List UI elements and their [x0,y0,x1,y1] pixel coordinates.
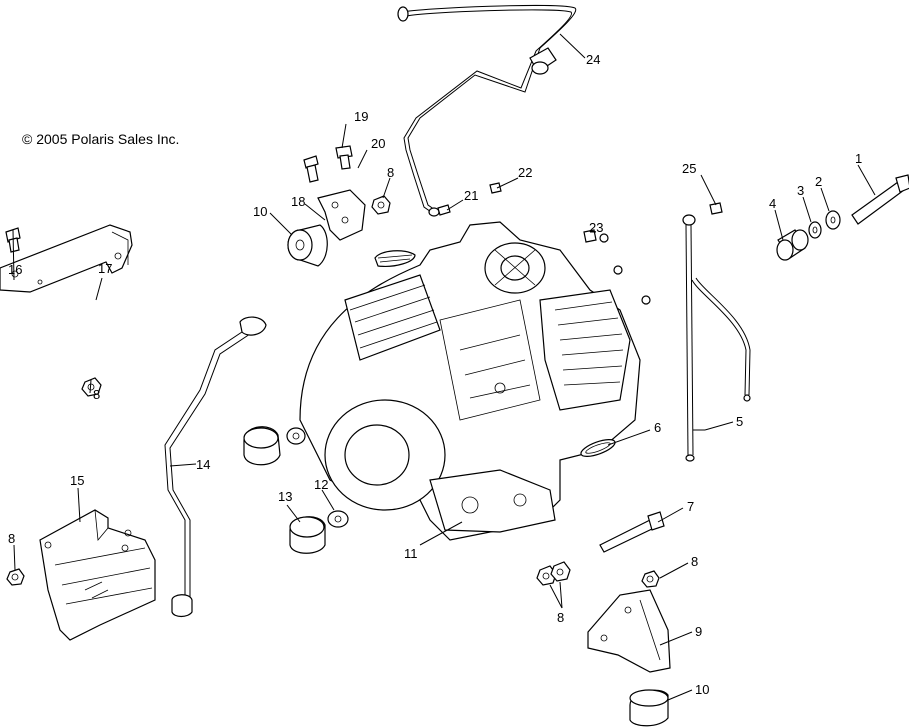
part-nut-8-top [371,195,391,215]
callout-19: 19 [354,109,368,124]
callout-11: 11 [404,546,418,561]
callout-8-right: 8 [691,554,698,569]
part-washer-2 [825,210,841,230]
part-bolts-19 [303,145,353,183]
part-bolt-23 [583,229,597,243]
callout-21: 21 [464,188,478,203]
part-nuts-8-bottom [536,561,571,586]
callout-9: 9 [695,624,702,639]
part-mount-10-top [287,224,328,267]
callout-5: 5 [736,414,743,429]
callout-10-top: 10 [253,204,267,219]
callout-20: 20 [371,136,385,151]
callout-3: 3 [797,183,804,198]
part-bracket-9 [587,589,671,673]
callout-12: 12 [314,477,328,492]
part-bolt-1 [851,174,909,225]
part-engine-assembly [299,221,651,541]
part-breather-tube [397,4,577,217]
callout-6: 6 [654,420,661,435]
part-dampers-left [243,426,306,466]
callout-13: 13 [278,489,292,504]
callout-8-left-upper: 8 [93,387,100,402]
part-bushing-4 [776,229,809,261]
callout-14: 14 [196,457,210,472]
callout-23: 23 [589,220,603,235]
part-nut-8-right [641,570,660,588]
callout-2: 2 [815,174,822,189]
callout-4: 4 [769,196,776,211]
part-bracket-17 [0,224,133,293]
part-bolt-7 [599,511,665,553]
callout-17: 17 [98,261,112,276]
part-screw-22 [489,182,502,194]
part-bracket-18 [317,189,366,241]
part-bracket-15 [39,509,156,641]
callout-24: 24 [586,52,600,67]
callout-8-top: 8 [387,165,394,180]
leader-lines [12,33,876,701]
part-oil-tube-5 [682,214,751,462]
callout-15: 15 [70,473,84,488]
part-washer-3 [808,221,822,239]
part-mount-10-bottom [629,689,669,727]
callout-22: 22 [518,165,532,180]
part-screw-25 [709,202,723,215]
callout-18: 18 [291,194,305,209]
part-washer-12 [327,510,349,528]
part-damper-13 [289,516,326,554]
part-o-ring-6 [580,439,616,457]
callout-7: 7 [687,499,694,514]
callout-labels: 1 2 3 4 5 6 7 8 8 8 8 8 9 10 10 11 12 13… [8,52,862,697]
callout-25: 25 [682,161,696,176]
part-screw-21 [437,204,451,216]
callout-8-bottom: 8 [557,610,564,625]
part-nut-8-left-lower [6,568,25,586]
callout-1: 1 [855,151,862,166]
callout-16: 16 [8,262,22,277]
part-vent-tube-14 [164,316,267,618]
callout-10-bottom: 10 [695,682,709,697]
part-nut-8-left-upper [81,377,102,397]
callout-8-left-lower: 8 [8,531,15,546]
copyright-notice: © 2005 Polaris Sales Inc. [22,131,180,147]
